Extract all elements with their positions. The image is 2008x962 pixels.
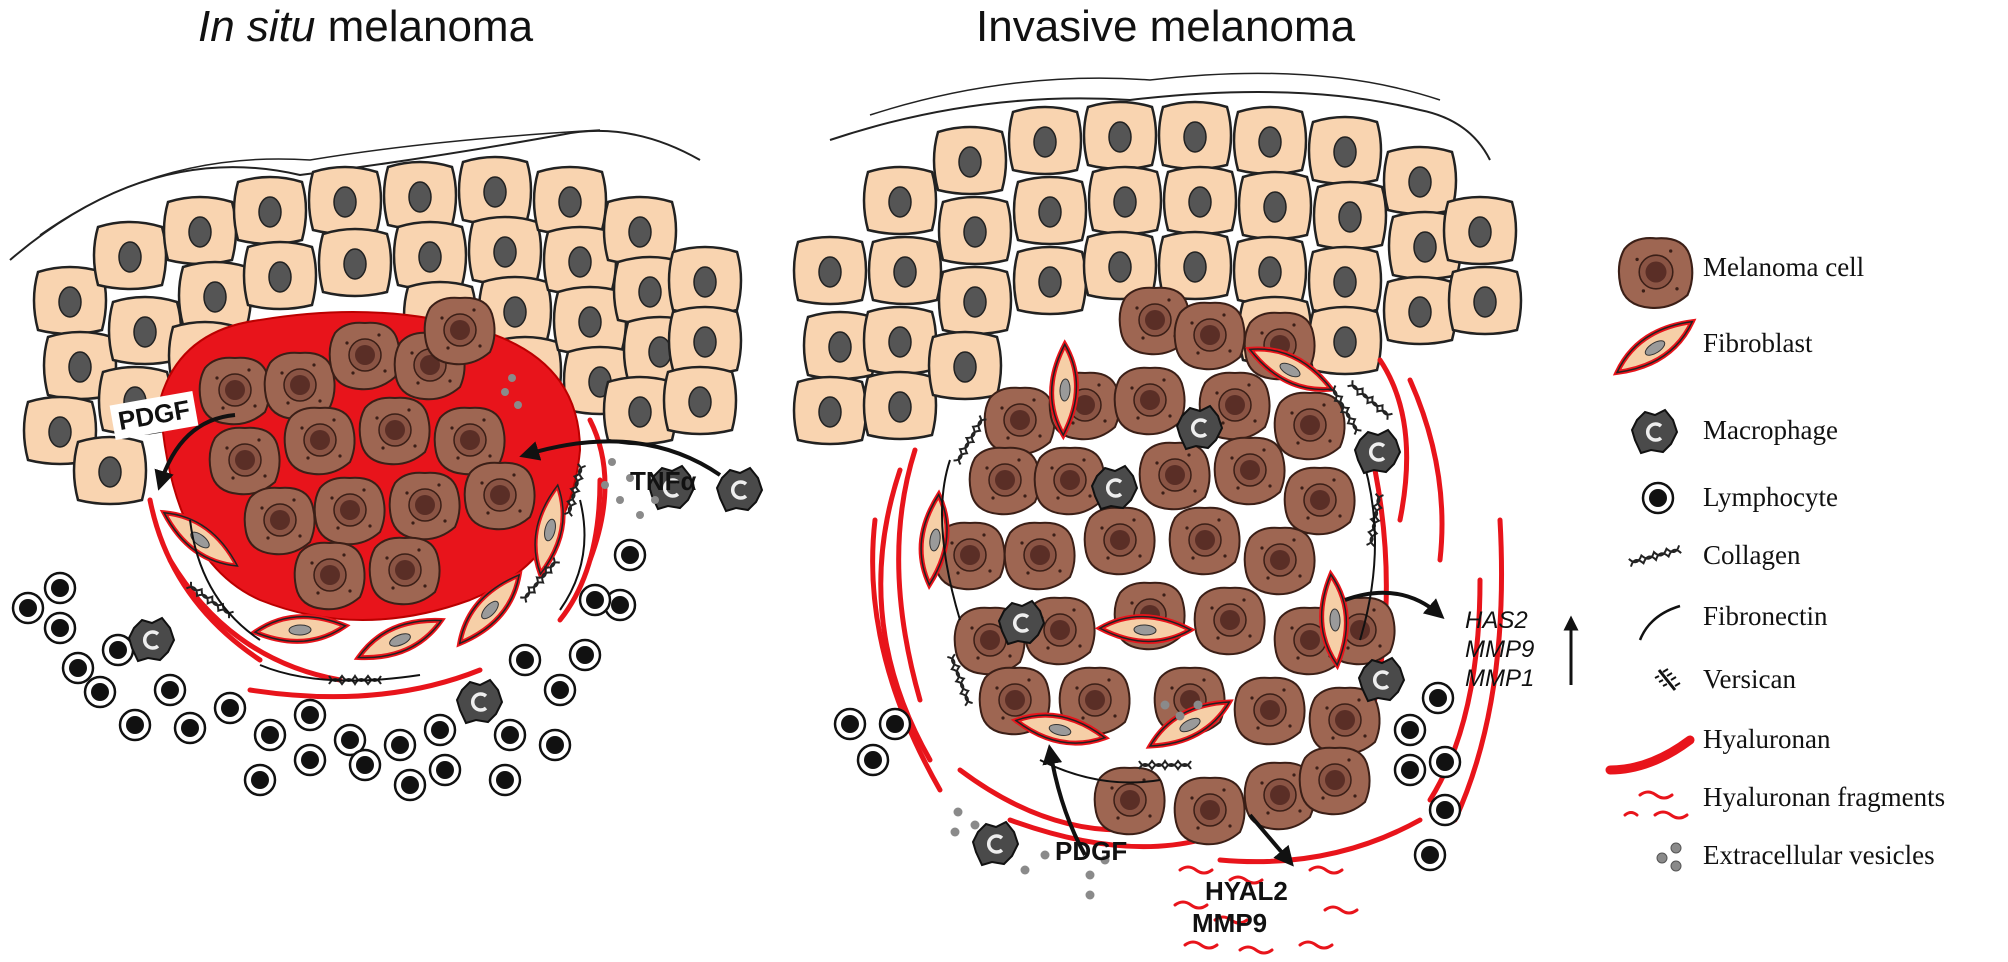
tnf-arrow	[519, 439, 722, 477]
melanoma-cell-icon	[1617, 237, 1694, 310]
versican-icon	[1653, 667, 1682, 692]
invasive-panel	[792, 72, 1579, 955]
in-situ-title-italic: In situ	[198, 2, 316, 51]
legend-label-fibroblast: Fibroblast	[1703, 328, 1813, 358]
legend-label-lymphocyte: Lymphocyte	[1703, 482, 1838, 512]
skin-surface-line	[869, 72, 1441, 116]
legend-label-melanoma-cell: Melanoma cell	[1703, 252, 1865, 282]
mmp9-label-bottom: MMP9	[1192, 908, 1268, 938]
melanoma-nest-in-situ	[158, 296, 582, 621]
lymphocyte-icon	[1641, 481, 1675, 515]
legend-label-extracellular-vesicles: Extracellular vesicles	[1703, 840, 1935, 870]
skin-surface-line	[39, 129, 601, 236]
hyal2-label: HYAL2	[1205, 876, 1288, 906]
pdgf-label-right: PDGF	[1055, 836, 1128, 866]
pdgf-arrow-right	[1042, 744, 1087, 856]
vesicle-group-left	[501, 374, 659, 519]
gene-list: HAS2 MMP9 MMP1	[1465, 606, 1534, 693]
hyal2-arrow	[1248, 813, 1294, 867]
legend-label-hyaluronan-fragments: Hyaluronan fragments	[1703, 782, 1946, 812]
invasive-title: Invasive melanoma	[976, 2, 1356, 51]
macrophage-icon	[1630, 408, 1679, 455]
legend-label-collagen: Collagen	[1703, 540, 1801, 570]
hyaluronan-fragments-icon	[1623, 790, 1689, 820]
pdgf-arrow-left	[154, 413, 236, 491]
gene-has2: HAS2	[1465, 607, 1528, 634]
legend-glyphs	[1605, 237, 1700, 872]
vesicle-group-right	[950, 700, 1203, 900]
skin-surface-line	[829, 91, 1491, 161]
collagen-icon	[1627, 544, 1683, 568]
legend-label-fibronectin: Fibronectin	[1703, 601, 1828, 631]
fibroblast-icon	[1608, 319, 1700, 376]
fibronectin-icon	[1638, 604, 1681, 641]
gene-mmp1: MMP1	[1465, 665, 1535, 692]
extracellular-vesicles-icon	[1656, 842, 1682, 872]
in-situ-title: In situ melanoma	[198, 2, 533, 52]
legend-label-versican: Versican	[1703, 664, 1796, 694]
hyaluronan-icon	[1605, 735, 1695, 775]
gene-expression-arrow	[1344, 590, 1445, 619]
legend-label-hyaluronan: Hyaluronan	[1703, 724, 1831, 754]
hyaluronan-fragments-right	[1173, 865, 1359, 955]
gene-mmp9: MMP9	[1465, 636, 1535, 663]
in-situ-title-rest: melanoma	[315, 2, 534, 51]
legend-label-macrophage: Macrophage	[1703, 415, 1838, 445]
tnf-label: TNFα	[630, 466, 697, 496]
fibronectin-fibers-left	[189, 499, 586, 682]
in-situ-panel	[9, 129, 764, 802]
